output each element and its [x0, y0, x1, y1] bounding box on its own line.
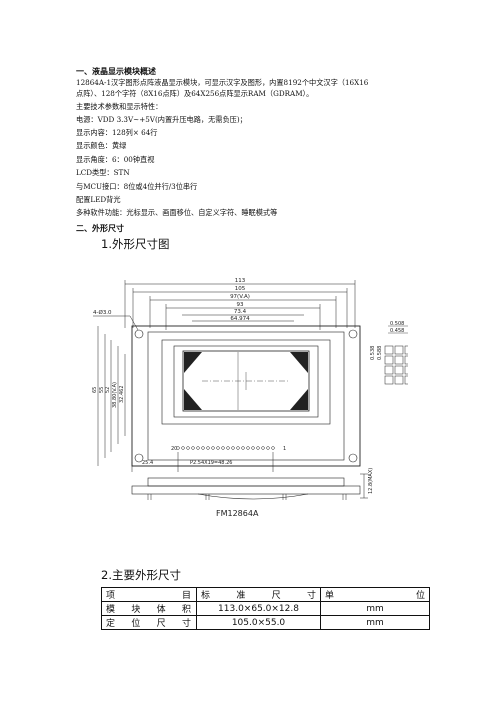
dim-52: 52: [105, 387, 111, 393]
dim-55: 55: [99, 387, 105, 393]
dim-0-588: 0.588: [377, 346, 383, 360]
dim-73-4: 73.4: [234, 309, 247, 315]
cell-unit: mm: [320, 601, 430, 616]
dim-0-538: 0.538: [370, 346, 376, 360]
param-backlight: 配置LED背光: [76, 195, 121, 204]
param-lcd-type: LCD类型：STN: [76, 168, 130, 177]
table-row: 定位尺寸 105.0×55.0 mm: [101, 615, 430, 630]
param-software: 多种软件功能：光标显示、画面移位、自定义字符、睡眠模式等: [76, 208, 278, 217]
table-row: 模块体积 113.0×65.0×12.8 mm: [101, 601, 430, 616]
cell-item: 模块体积: [101, 601, 197, 616]
cell-size: 105.0×55.0: [196, 615, 321, 630]
dim-pin-pitch: P2.54X19=48.26: [190, 460, 232, 466]
dim-0-508: 0.508: [390, 321, 404, 327]
intro-line-1: 12864A-1汉字图形点阵液晶显示模块，可显示汉字及图形，内置8192个中文汉…: [76, 78, 369, 87]
table-header-row: 项目 标准尺寸 单位: [101, 587, 430, 602]
cell-unit: mm: [320, 615, 430, 630]
dim-105: 105: [235, 286, 246, 292]
dim-93: 93: [237, 302, 244, 308]
intro-line-2: 点阵）、128个字符（8X16点阵）及64X256点阵显示RAM（GDRAM）。: [76, 89, 314, 98]
header-item: 项目: [101, 587, 197, 602]
cell-size: 113.0×65.0×12.8: [196, 601, 321, 616]
dim-25-4: 25.4: [142, 460, 153, 466]
param-display-color: 显示颜色：黄绿: [76, 141, 127, 150]
dim-97-va: 97(V.A): [230, 294, 250, 300]
dim-0-458: 0.458: [390, 328, 404, 334]
param-display-content: 显示内容：128列× 64行: [76, 128, 158, 137]
subheading-main-dimensions: 2.主要外形尺寸: [101, 568, 181, 582]
param-mcu-interface: 与MCU接口：8位或4位并行/3位串行: [76, 182, 198, 191]
dim-32-462: 32.462: [119, 386, 125, 404]
dim-12-8-max: 12.8(MAX): [368, 468, 374, 494]
dim-38-80-va: 38.80(V.A): [112, 382, 118, 408]
dimension-drawing: 113 105 97(V.A) 93 73.4 64.974 4-Ø3.0 65…: [92, 278, 408, 518]
param-view-angle: 显示角度：6：00钟直视: [76, 155, 155, 164]
param-power: 电源：VDD 3.3V~+5V(内置升压电路，无需负压)；: [76, 115, 247, 124]
model-label: FM12864A: [216, 509, 259, 518]
header-unit: 单位: [320, 587, 430, 602]
pin-1-label: 1: [283, 446, 286, 452]
dim-64-974: 64.974: [230, 316, 250, 322]
dimension-table: 项目 标准尺寸 单位 模块体积 113.0×65.0×12.8 mm 定位尺寸 …: [101, 587, 430, 630]
dim-65: 65: [92, 387, 98, 393]
hole-label: 4-Ø3.0: [93, 309, 112, 316]
dim-113: 113: [235, 278, 246, 284]
params-title: 主要技术参数和显示特性：: [76, 102, 163, 111]
pin-20-label: 20: [171, 446, 177, 452]
section1-heading: 一、液晶显示模块概述: [76, 67, 156, 76]
cell-item: 定位尺寸: [101, 615, 197, 630]
header-standard-size: 标准尺寸: [196, 587, 321, 602]
section2-heading: 二、外形尺寸: [76, 224, 124, 233]
subheading-dimension-drawing: 1.外形尺寸图: [101, 237, 170, 251]
